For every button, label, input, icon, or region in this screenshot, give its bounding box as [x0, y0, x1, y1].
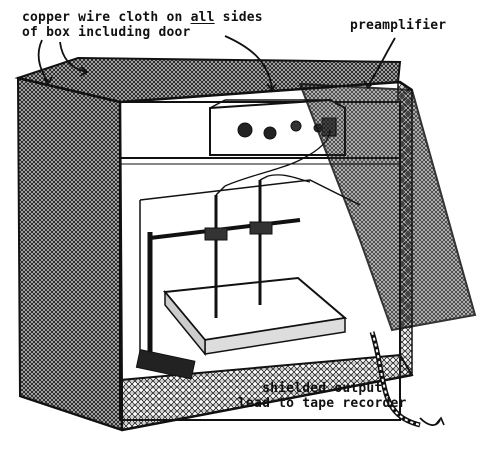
specimen-tray: [163, 276, 348, 357]
output-label-line-2: lead to tape recorder: [238, 396, 407, 411]
preamp-knob-2: [263, 126, 277, 140]
emphasis-all: all: [190, 10, 215, 25]
shielded-output-label: shielded output lead to tape recorder: [238, 381, 407, 411]
copper-callout-arrow-3: [224, 35, 273, 89]
preamplifier-label: preamplifier: [350, 18, 447, 33]
copper-label-line-1: copper wire cloth on all sides: [22, 10, 263, 25]
preamp-knob-3: [290, 120, 302, 132]
electrode-2: [249, 175, 273, 305]
electrode-lead-1: [224, 129, 331, 187]
electrode-1: [204, 185, 228, 318]
copper-label-line-2: of box including door: [22, 25, 191, 40]
preamp-knob-1: [237, 122, 253, 138]
copper-wire-cloth-label: copper wire cloth on all sides of box in…: [22, 10, 263, 40]
shielded-output-cable: [369, 331, 421, 428]
copper-callout-arrow-2: [59, 41, 87, 73]
box-left-side: [16, 76, 124, 432]
electrode-lead-2: [267, 174, 311, 183]
output-label-line-1: shielded output: [262, 381, 383, 396]
box-front-frame: [17, 76, 413, 104]
preamp-callout-arrow: [367, 37, 396, 87]
mesh-door: [298, 82, 477, 332]
copper-callout-arrow-1: [37, 39, 49, 83]
